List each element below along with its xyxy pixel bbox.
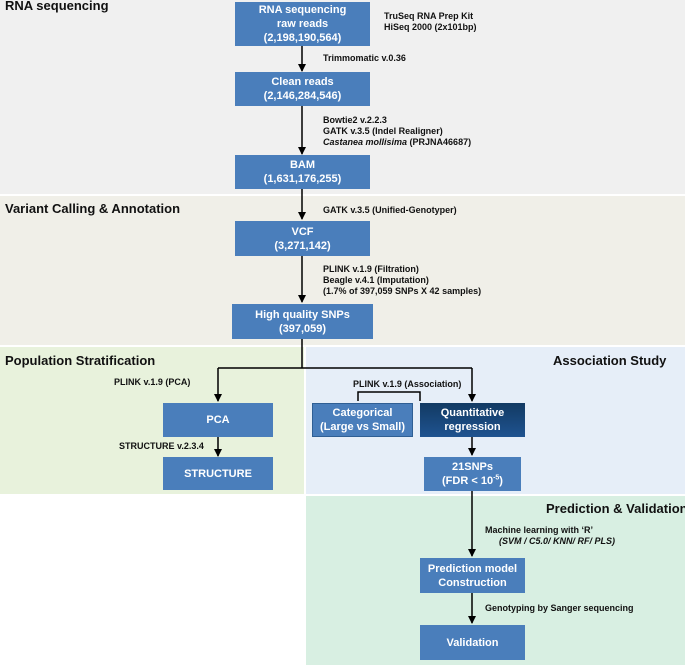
note-sanger: Genotyping by Sanger sequencing	[485, 603, 634, 613]
section-title-variant: Variant Calling & Annotation	[5, 201, 181, 216]
section-title-prediction: Prediction & Validation	[546, 501, 685, 516]
box-quantitative-regression: Quantitative regression	[420, 403, 525, 437]
box-categorical: Categorical (Large vs Small)	[312, 403, 413, 437]
box-vcf: VCF (3,271,142)	[235, 221, 370, 256]
note-plink-association: PLINK v.1.9 (Association)	[353, 379, 462, 389]
note-filtration-imputation: PLINK v.1.9 (Filtration) Beagle v.4.1 (I…	[323, 264, 482, 296]
section-title-association: Association Study	[553, 353, 667, 368]
box-prediction-model: Prediction model Construction	[420, 558, 525, 593]
line-categorical-link	[357, 391, 421, 401]
note-structure-version: STRUCTURE v.2.3.4	[119, 441, 204, 451]
box-clean-reads: Clean reads (2,146,284,546)	[235, 72, 370, 106]
note-plink-pca: PLINK v.1.9 (PCA)	[114, 377, 191, 387]
note-trimmomatic: Trimmomatic v.0.36	[323, 53, 406, 63]
section-title-population: Population Stratification	[5, 353, 156, 368]
note-gatk-unified: GATK v.3.5 (Unified-Genotyper)	[323, 205, 457, 215]
note-truseq: TruSeq RNA Prep Kit HiSeq 2000 (2x101bp)	[384, 11, 477, 32]
box-raw-reads: RNA sequencing raw reads (2,198,190,564)	[235, 2, 370, 46]
box-pca: PCA	[163, 403, 273, 437]
box-structure: STRUCTURE	[163, 457, 273, 490]
box-validation: Validation	[420, 625, 525, 660]
note-alignment: Bowtie2 v.2.2.3 GATK v.3.5 (Indel Realig…	[323, 115, 472, 147]
box-high-quality-snps: High quality SNPs (397,059)	[232, 304, 373, 339]
section-title-rna: RNA sequencing	[5, 0, 109, 13]
note-machine-learning: Machine learning with ‘R’ (SVM / C5.0/ K…	[485, 525, 616, 546]
box-bam: BAM (1,631,176,255)	[235, 155, 370, 189]
box-21snps: 21SNPs (FDR < 10-5)	[424, 457, 521, 491]
